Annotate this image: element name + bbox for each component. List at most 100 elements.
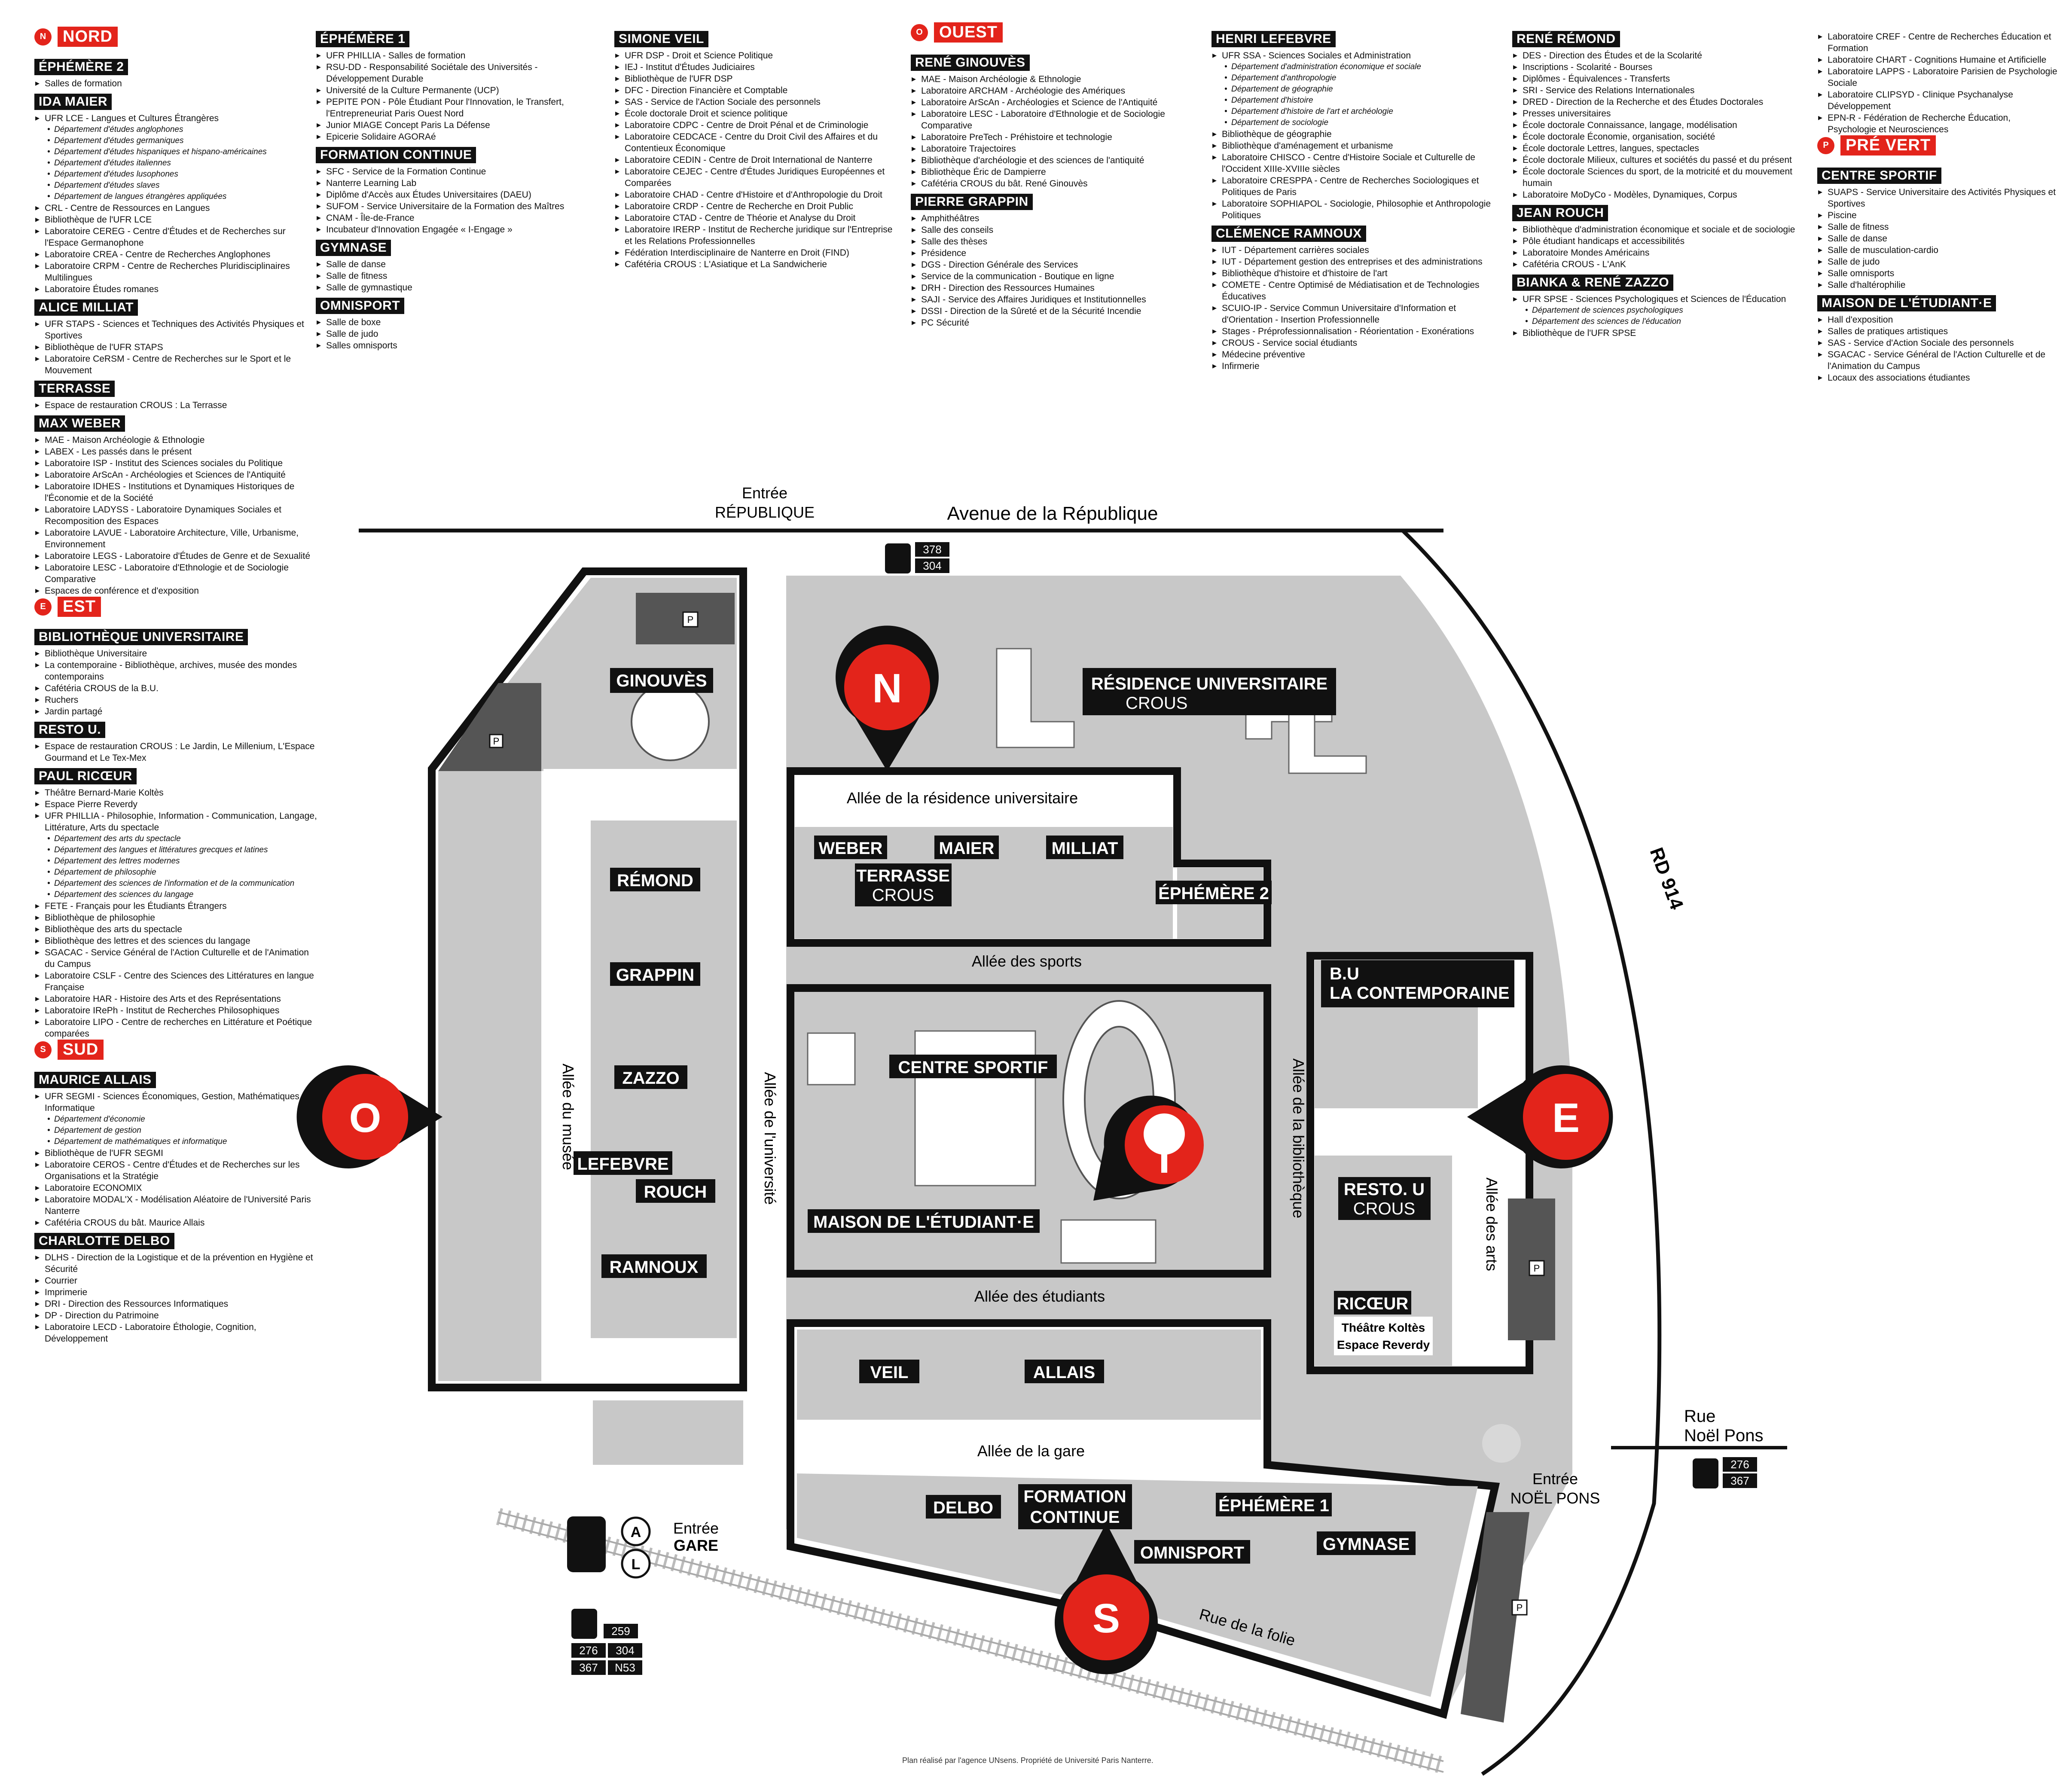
service-item: Laboratoire CRPM - Centre de Recherches …	[34, 260, 318, 284]
building-block: CENTRE SPORTIFSUAPS - Service Universita…	[1817, 163, 2058, 291]
building-name: ÉPHÉMÈRE 1	[316, 31, 410, 47]
location-pin-icon: S	[34, 1041, 52, 1058]
service-item: Laboratoire CEREG - Centre d'Études et d…	[34, 226, 318, 249]
service-item: Laboratoire LAVUE - Laboratoire Architec…	[34, 527, 318, 550]
service-item: Cafétéria CROUS du bât. René Ginouvès	[911, 178, 1194, 189]
location-pin-icon: E	[34, 598, 52, 616]
service-item: Incubateur d'Innovation Engagée « I-Enga…	[316, 224, 599, 235]
bus-icon	[571, 1609, 597, 1639]
service-item: SUFOM - Service Universitaire de la Form…	[316, 201, 599, 212]
building-name: RESTO U.	[34, 722, 106, 738]
service-item: UFR SEGMI - Sciences Économiques, Gestio…	[34, 1091, 318, 1114]
building-block: CHARLOTTE DELBODLHS - Direction de la Lo…	[34, 1229, 318, 1345]
service-item: UFR STAPS - Sciences et Techniques des A…	[34, 318, 318, 342]
service-item: Cafétéria CROUS : L'Asiatique et La Sand…	[614, 259, 898, 270]
department-item: Département d'études germaniques	[34, 135, 318, 146]
campus-map: Avenue de la République Entrée RÉPUBLIQU…	[0, 481, 2072, 1776]
building-name: RENÉ GINOUVÈS	[911, 55, 1030, 71]
service-item: Bibliothèque de géographie	[1211, 128, 1495, 140]
bus-icon	[885, 543, 911, 573]
service-item: SGACAC - Service Général de l'Action Cul…	[1817, 349, 2058, 372]
service-item: Laboratoire LIPO - Centre de recherches …	[34, 1016, 318, 1040]
building-name: BIANKA & RENÉ ZAZZO	[1512, 274, 1674, 291]
building-block: ÉPHÉMÈRE 1UFR PHILLIA - Salles de format…	[316, 27, 599, 143]
service-item: Laboratoire ISP - Institut des Sciences …	[34, 457, 318, 469]
alley-sports: Allée des sports	[972, 952, 1082, 970]
service-item: Courrier	[34, 1275, 318, 1287]
department-item: Département d'anthropologie	[1211, 73, 1495, 84]
alley-gare: Allée de la gare	[977, 1442, 1085, 1460]
building-name: ALICE MILLIAT	[34, 299, 138, 316]
entree-noel-2: NOËL PONS	[1511, 1489, 1600, 1507]
department-item: Département d'études hispaniques et hisp…	[34, 146, 318, 158]
bus-stop-right: 276 367	[1693, 1457, 1757, 1488]
service-item: Laboratoire LECD - Laboratoire Éthologie…	[34, 1321, 318, 1345]
service-item: Espaces de conférence et d'exposition	[34, 585, 318, 597]
service-item: Salle omnisports	[1817, 268, 2058, 279]
service-item: SFC - Service de la Formation Continue	[316, 166, 599, 177]
svg-text:276: 276	[1730, 1458, 1749, 1471]
department-item: Département de langues étrangères appliq…	[34, 191, 318, 202]
roundabout	[1482, 1424, 1521, 1463]
label-reverdy: Espace Reverdy	[1337, 1338, 1430, 1351]
service-item: Bibliothèque des arts du spectacle	[34, 924, 318, 935]
service-item: Service de la communication - Boutique e…	[911, 271, 1194, 282]
label-lefebvre: LEFEBVRE	[577, 1155, 668, 1174]
service-item: Salle de fitness	[1817, 221, 2058, 233]
building-name: FORMATION CONTINUE	[316, 147, 476, 163]
service-item: Espace Pierre Reverdy	[34, 799, 318, 810]
parking-icon: P	[1517, 1602, 1523, 1613]
building-block: OMNISPORTSalle de boxeSalle de judoSalle…	[316, 293, 599, 351]
label-bu: B.U	[1330, 964, 1359, 983]
service-item: Amphithéâtres	[911, 213, 1194, 224]
service-item: Bibliothèque Éric de Dampierre	[911, 166, 1194, 178]
label-contemporaine: LA CONTEMPORAINE	[1330, 984, 1510, 1003]
service-item: RSU-DD - Responsabilité Sociétale des Un…	[316, 61, 599, 85]
service-item: Epicerie Solidaire AGORAé	[316, 131, 599, 143]
service-item: Laboratoire CeRSM - Centre de Recherches…	[34, 353, 318, 376]
label-residence: RÉSIDENCE UNIVERSITAIRE	[1091, 674, 1327, 693]
directory-column: HENRI LEFEBVREUFR SSA - Sciences Sociale…	[1211, 27, 1495, 372]
service-item: COMETE - Centre Optimisé de Médiatisatio…	[1211, 279, 1495, 302]
service-item: UFR SPSE - Sciences Psychologiques et Sc…	[1512, 293, 1796, 305]
label-allais: ALLAIS	[1033, 1363, 1095, 1382]
label-delbo: DELBO	[933, 1498, 993, 1517]
directory-column: Laboratoire CREF - Centre de Recherches …	[1817, 31, 2058, 384]
service-item: Laboratoire MODAL'X - Modélisation Aléat…	[34, 1194, 318, 1217]
label-ephemere1: ÉPHÉMÈRE 1	[1218, 1496, 1329, 1515]
department-item: Département des sciences du langage	[34, 889, 318, 900]
pin-nord: N	[836, 625, 939, 771]
service-item: SCUIO-IP - Service Commun Universitaire …	[1211, 302, 1495, 326]
service-item: Laboratoire CEJEC - Centre d'Études Juri…	[614, 166, 898, 189]
alley-universite: Allée de l'université	[761, 1072, 779, 1205]
service-item: Diplômes - Équivalences - Transferts	[1512, 73, 1796, 85]
building-block: RESTO U. Espace de restauration CROUS : L…	[34, 717, 318, 764]
service-item: Inscriptions - Scolarité - Bourses	[1512, 61, 1796, 73]
building-name: MAURICE ALLAIS	[34, 1072, 156, 1088]
service-item: Salle de fitness	[316, 270, 599, 282]
service-item: Salle de gymnastique	[316, 282, 599, 293]
department-item: Département des sciences de l'éducation	[1512, 316, 1796, 327]
service-item: Espace de restauration CROUS : La Terras…	[34, 400, 318, 411]
service-item: CNAM - Île-de-France	[316, 212, 599, 224]
svg-text:N: N	[872, 665, 902, 711]
label-weber: WEBER	[819, 839, 883, 858]
entree-gare-1: Entrée	[673, 1519, 719, 1537]
zone-label: OUEST	[934, 22, 1003, 43]
service-item: Bibliothèque de l'UFR SEGMI	[34, 1147, 318, 1159]
service-item: Locaux des associations étudiantes	[1817, 372, 2058, 384]
label-remond: RÉMOND	[617, 871, 693, 890]
zone-est: P Allée de la bibliothèque Allée des art…	[1290, 952, 1555, 1374]
service-item: IUT - Département gestion des entreprise…	[1211, 256, 1495, 268]
service-item: DLHS - Direction de la Logistique et de …	[34, 1252, 318, 1275]
department-item: Département d'histoire	[1211, 95, 1495, 106]
service-item: Laboratoire MoDyCo - Modèles, Dynamiques…	[1512, 189, 1796, 201]
service-item: Laboratoire CREF - Centre de Recherches …	[1817, 31, 2058, 54]
service-item: Espace de restauration CROUS : Le Jardin…	[34, 741, 318, 764]
label-formation: FORMATION	[1023, 1487, 1126, 1506]
parking-icon: P	[687, 614, 694, 625]
service-item: IUT - Département carrières sociales	[1211, 244, 1495, 256]
service-item: Laboratoire IRERP - Institut de Recherch…	[614, 224, 898, 247]
